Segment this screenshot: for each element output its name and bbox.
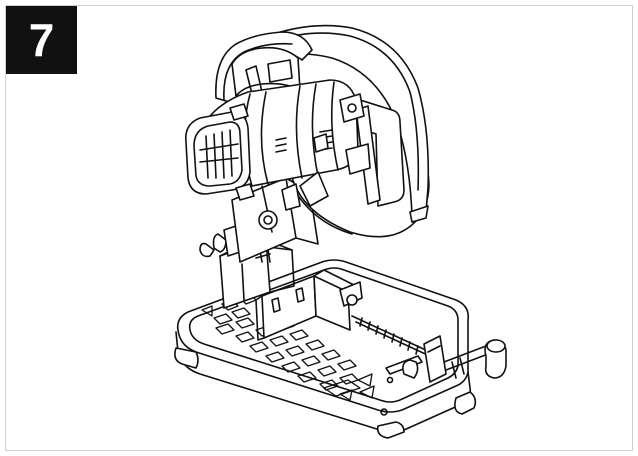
step-number-badge: 7: [6, 6, 77, 74]
spindle-lock-button: [313, 133, 329, 153]
base-grid-pattern: [201, 293, 375, 401]
motor-housing: [184, 79, 371, 211]
vise-assembly: [255, 269, 507, 383]
